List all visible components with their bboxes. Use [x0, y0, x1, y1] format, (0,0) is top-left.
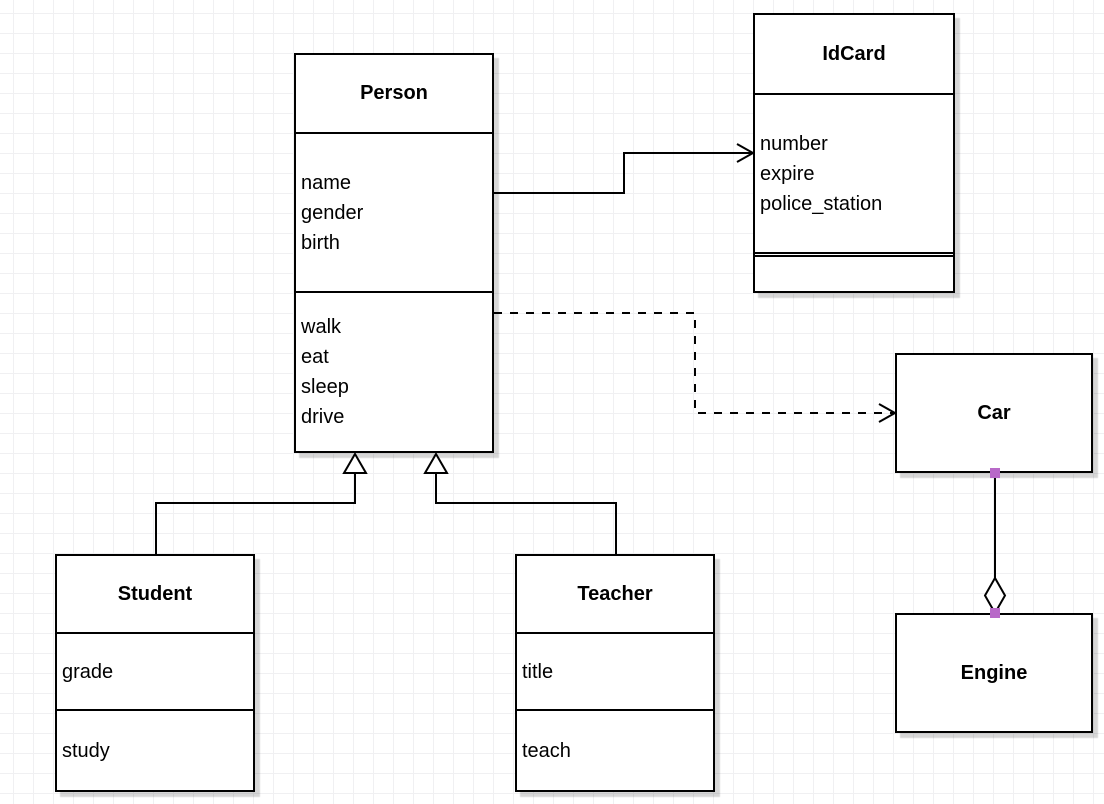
- class-car-title: Car: [977, 401, 1011, 424]
- class-teacher-title: Teacher: [517, 556, 713, 634]
- method: eat: [301, 346, 329, 368]
- hollow-triangle-arrowhead-icon: [423, 452, 449, 474]
- method: drive: [301, 406, 345, 428]
- attribute: number: [760, 132, 828, 155]
- class-idcard-methods-empty: [755, 255, 953, 291]
- connector-student-person[interactable]: [155, 473, 356, 554]
- hollow-triangle-arrowhead-icon: [342, 452, 368, 474]
- class-person-title: Person: [296, 55, 492, 134]
- method: study: [62, 739, 110, 762]
- class-student-attributes: grade: [57, 634, 253, 711]
- attribute: birth: [301, 231, 340, 254]
- class-engine[interactable]: Engine: [895, 613, 1093, 733]
- class-student-methods: study: [57, 711, 253, 790]
- attribute: grade: [62, 660, 114, 683]
- method: sleep: [301, 376, 349, 398]
- open-arrowhead-icon: [736, 143, 756, 163]
- class-idcard-title: IdCard: [755, 15, 953, 95]
- connector-person-idcard[interactable]: [494, 152, 753, 194]
- attribute: title: [522, 660, 554, 683]
- connector-person-car[interactable]: [494, 312, 893, 414]
- attribute: gender: [301, 201, 364, 224]
- method: teach: [522, 739, 571, 762]
- class-person-attributes: name gender birth: [296, 134, 492, 293]
- class-engine-title: Engine: [960, 661, 1028, 684]
- class-student-title: Student: [57, 556, 253, 634]
- connector-teacher-person[interactable]: [435, 473, 617, 554]
- class-person-methods: walk eat sleep drive: [296, 293, 492, 451]
- open-arrowhead-icon: [878, 403, 898, 423]
- attribute: name: [301, 171, 352, 194]
- class-person[interactable]: Person name gender birth walk eat sleep …: [294, 53, 494, 453]
- class-idcard-attributes: number expire police_station: [755, 95, 953, 254]
- class-teacher-methods: teach: [517, 711, 713, 790]
- hollow-diamond-arrowhead-icon: [983, 575, 1007, 616]
- class-teacher[interactable]: Teacher title teach: [515, 554, 715, 792]
- class-teacher-attributes: title: [517, 634, 713, 711]
- class-idcard[interactable]: IdCard number expire police_station: [753, 13, 955, 293]
- class-student[interactable]: Student grade study: [55, 554, 255, 792]
- attribute: police_station: [760, 192, 883, 215]
- attribute: expire: [760, 162, 815, 185]
- class-car[interactable]: Car: [895, 353, 1093, 473]
- method: walk: [301, 316, 342, 338]
